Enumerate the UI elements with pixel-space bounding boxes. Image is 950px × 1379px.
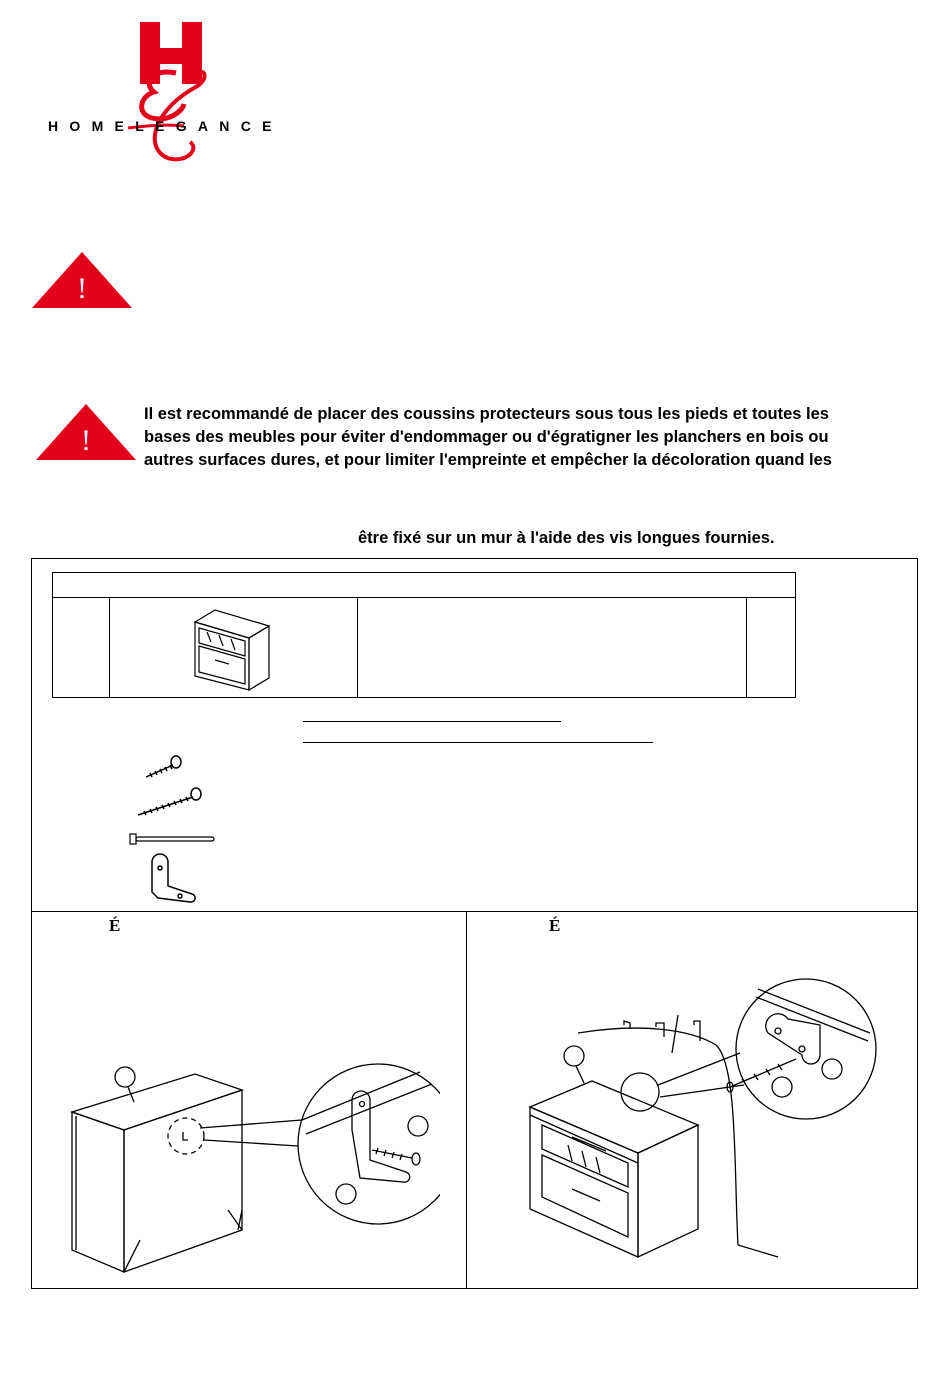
homelegance-logo: HOMELEGANCE — [44, 18, 304, 173]
l-bracket-icon — [151, 853, 196, 903]
notice-line: autres surfaces dures, et pour limiter l… — [144, 451, 832, 469]
short-screw-icon — [145, 755, 182, 778]
divider — [109, 598, 110, 697]
logo-mark-icon — [127, 22, 207, 162]
step-marker: É — [109, 916, 121, 935]
long-screw-icon — [137, 787, 202, 816]
svg-text:!: ! — [77, 272, 87, 305]
logo-text: HOMELEGANCE — [48, 118, 283, 134]
divider — [31, 911, 918, 912]
parts-table-row — [52, 598, 796, 698]
svg-text:!: ! — [81, 424, 91, 457]
underline-rule — [303, 721, 561, 722]
wall-anchor-figure — [520, 975, 890, 1265]
divider — [466, 911, 467, 1289]
parts-table-header — [52, 572, 796, 598]
notice-line: Il est recommandé de placer des coussins… — [144, 405, 829, 423]
warning-triangle-icon: ! — [34, 402, 138, 462]
wall-mount-notice: être fixé sur un mur à l'aide des vis lo… — [358, 529, 775, 547]
bracket-install-figure — [60, 1060, 459, 1285]
notice-line: bases des meubles pour éviter d'endommag… — [144, 428, 829, 446]
underline-rule — [303, 742, 653, 743]
hardware-list — [120, 752, 230, 912]
instruction-frame — [31, 558, 918, 1289]
step-marker: É — [549, 916, 561, 935]
divider — [357, 598, 358, 697]
floor-protection-notice: Il est recommandé de placer des coussins… — [144, 403, 934, 472]
nightstand-icon — [193, 609, 271, 692]
cable-tie-icon — [129, 833, 215, 845]
warning-triangle-icon: ! — [30, 250, 134, 310]
divider — [746, 598, 747, 697]
